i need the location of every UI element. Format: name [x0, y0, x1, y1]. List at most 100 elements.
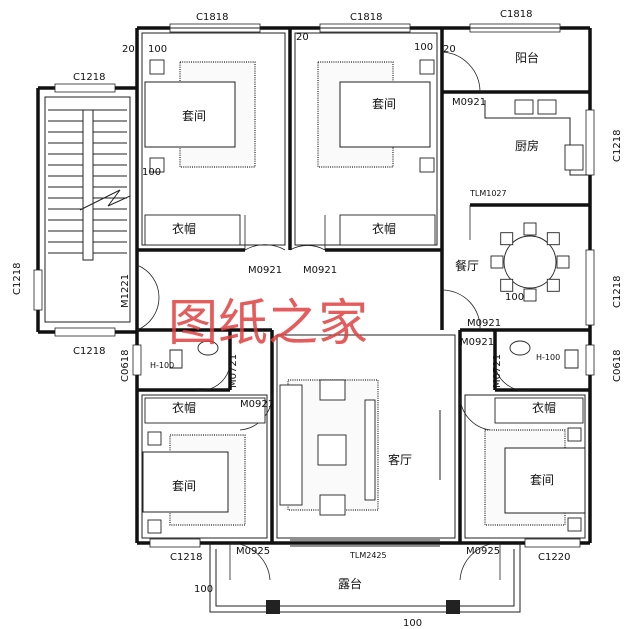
label-win-top-2: C1818	[350, 12, 382, 23]
window-right-1	[585, 109, 595, 176]
stair-break-line	[79, 189, 131, 211]
label-n100-a: 100	[148, 44, 167, 55]
window-stair-left	[33, 269, 43, 311]
tv-cabinet	[364, 399, 376, 501]
label-n100-f: 100	[505, 292, 524, 303]
dining-chair	[546, 278, 560, 292]
stairs	[44, 96, 131, 323]
label-n100-d: 100	[403, 618, 422, 629]
label-door-2: M0921	[303, 265, 337, 276]
room-label-closet-bottom-right: 衣帽	[532, 400, 556, 415]
wardrobe-3	[144, 397, 266, 424]
room-label-closet-bottom-left: 衣帽	[172, 400, 196, 415]
inner-outline-2	[294, 32, 438, 246]
label-door-6: M0921	[460, 337, 494, 348]
label-win-bottom-right: C1220	[538, 552, 570, 563]
dining-chair	[500, 232, 514, 246]
stair-outline	[44, 96, 131, 323]
room-labels: 套间 套间 套间 套间 衣帽 衣帽 衣帽 衣帽 阳台 厨房 餐厅 客厅 露台	[172, 50, 556, 591]
label-door-bottom-right: M0925	[466, 546, 500, 557]
label-win-right-2: C1218	[612, 276, 623, 308]
dining-chair	[523, 222, 537, 236]
sofa-left	[279, 384, 303, 506]
label-win-stair-top: C1218	[73, 72, 105, 83]
windows	[33, 23, 595, 548]
living-furniture	[279, 379, 441, 516]
label-win-right-bath: C0618	[612, 350, 623, 382]
window-left-bath	[132, 344, 142, 376]
label-h100-right: H-100	[536, 353, 560, 362]
label-door-5: M0921	[240, 399, 274, 410]
label-door-bottom-left: M0925	[236, 546, 270, 557]
coffee-table	[317, 434, 347, 466]
door-swing-bottom-right	[459, 542, 501, 581]
room-label-bedroom-top-mid: 套间	[372, 97, 396, 111]
label-win-top-1: C1818	[196, 12, 228, 23]
room-label-terrace: 露台	[338, 576, 362, 591]
room-label-bedroom-bottom-left: 套间	[172, 479, 196, 493]
stove-2	[537, 99, 557, 115]
kitchen-sink	[564, 144, 584, 171]
wall-lower-left	[137, 328, 274, 543]
label-sliding-living: TLM2425	[349, 551, 387, 560]
label-door-1: M0921	[248, 265, 282, 276]
label-win-stair-bottom: C1218	[73, 346, 105, 357]
dining-chair	[523, 288, 537, 302]
room-label-closet-top-mid: 衣帽	[372, 221, 396, 236]
room-label-closet-top-left: 衣帽	[172, 221, 196, 236]
bath-fixtures	[169, 340, 579, 369]
armchair-top	[319, 379, 346, 401]
nightstand-1a	[149, 59, 165, 75]
terrace-outline	[209, 543, 521, 613]
walls	[36, 26, 592, 614]
room-label-living: 客厅	[388, 452, 412, 467]
inner-outline-3	[141, 394, 268, 539]
bed-4	[504, 447, 586, 514]
label-win-left-bath: C0618	[120, 350, 131, 382]
inner-outline-living	[276, 334, 456, 539]
terrace-pillar-left	[266, 600, 280, 614]
label-n20-c: 20	[443, 44, 456, 55]
nightstand-4a	[567, 427, 582, 442]
label-n100-b: 100	[414, 42, 433, 53]
inner-outline-4	[464, 394, 586, 539]
doors	[136, 51, 531, 581]
window-stair-top	[54, 83, 116, 93]
bed-3	[142, 451, 229, 513]
door-swing-bath-right	[494, 364, 531, 391]
wall-bath-left	[137, 330, 232, 392]
toilet-right	[564, 349, 579, 369]
label-door-stair: M1221	[120, 274, 131, 308]
window-right-2	[585, 249, 595, 326]
wardrobe-1	[144, 214, 241, 246]
label-door-bath-right: M0721	[492, 354, 503, 388]
nightstand-2a	[419, 59, 435, 75]
room-label-bedroom-top-left: 套间	[182, 109, 206, 123]
window-bottom-right	[524, 538, 581, 548]
door-swing-bath-left	[194, 364, 231, 391]
label-n20-a: 20	[122, 44, 135, 55]
window-bottom-left	[149, 538, 201, 548]
wall-lower-right	[458, 328, 590, 543]
bed-2	[339, 81, 431, 148]
basin-right	[509, 340, 531, 356]
door-swing-2	[289, 215, 326, 251]
window-stair-bottom	[54, 327, 116, 337]
nightstand-3a	[147, 431, 162, 446]
nightstand-1b	[149, 157, 165, 173]
terrace-inner	[215, 549, 515, 607]
watermark-text: 图纸之家	[168, 294, 368, 352]
toilet-left	[169, 349, 183, 369]
label-h100-left: H-100	[150, 361, 174, 370]
door-swing-stair	[136, 264, 160, 331]
wardrobe-2	[339, 214, 436, 246]
bedroom-furniture	[142, 59, 586, 534]
label-n100-c: 100	[194, 584, 213, 595]
room-label-kitchen: 厨房	[515, 138, 539, 153]
stair-handrail	[82, 109, 94, 261]
wall-bath-right	[493, 330, 590, 392]
basin-left	[197, 340, 219, 356]
room-label-dining: 餐厅	[455, 258, 479, 273]
